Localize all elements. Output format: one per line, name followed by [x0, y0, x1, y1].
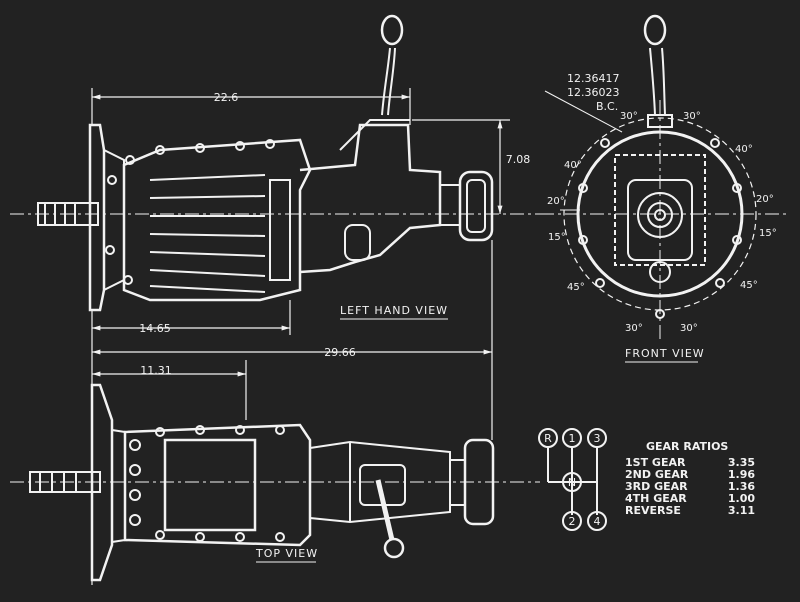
dim-overall-top: 22.6 — [214, 91, 239, 104]
dim-bc-max: 12.36417 — [567, 72, 620, 85]
angle-upper-left: 40° — [564, 160, 582, 171]
left-hand-view-title: LEFT HAND VIEW — [340, 304, 448, 317]
gear-name: 4TH GEAR — [625, 492, 687, 505]
angle-mid-right: 20° — [756, 194, 774, 205]
angle-low-left: 15° — [548, 232, 566, 243]
shift-pattern: R 1 3 N 2 4 — [538, 428, 607, 531]
shift-4: 4 — [594, 515, 601, 528]
gear-name: 3RD GEAR — [625, 480, 688, 493]
angle-lower-left: 45° — [567, 282, 585, 293]
gear-name: 2ND GEAR — [625, 468, 689, 481]
dim-bc-min: 12.36023 — [567, 86, 620, 99]
left-hand-view — [10, 14, 540, 312]
shift-2: 2 — [569, 515, 576, 528]
shift-3: 3 — [594, 432, 601, 445]
angle-low-right: 15° — [759, 228, 777, 239]
angle-lower-right: 45° — [740, 280, 758, 291]
angle-top-left: 30° — [620, 111, 638, 122]
shift-r: R — [544, 432, 552, 445]
front-view-title: FRONT VIEW — [625, 347, 705, 360]
angle-upper-right: 40° — [735, 144, 753, 155]
dim-bc-label: B.C. — [596, 100, 618, 113]
angle-labels: 30° 30° 40° 40° 20° 20° 15° 15° 45° 45° … — [547, 111, 777, 334]
dim-height: 7.08 — [506, 153, 531, 166]
shift-n: N — [568, 476, 576, 489]
dimension-labels: 22.6 7.08 14.65 29.66 11.31 12.36417 12.… — [139, 72, 619, 377]
shift-1: 1 — [569, 432, 576, 445]
dim-top-view: 11.31 — [140, 364, 172, 377]
gear-ratio: 3.35 — [728, 456, 755, 469]
angle-mid-left: 20° — [547, 196, 565, 207]
gear-name: 1ST GEAR — [625, 456, 686, 469]
top-view-title: TOP VIEW — [255, 547, 318, 560]
gear-ratio: 1.96 — [728, 468, 755, 481]
dim-total-length: 29.66 — [324, 346, 356, 359]
gear-ratio: 3.11 — [728, 504, 755, 517]
gear-ratios-title: GEAR RATIOS — [646, 440, 728, 453]
left-dimensions — [91, 88, 510, 585]
gear-ratio: 1.00 — [728, 492, 755, 505]
dim-left-mid: 14.65 — [139, 322, 171, 335]
gear-ratio: 1.36 — [728, 480, 755, 493]
gear-name: REVERSE — [625, 504, 681, 517]
top-view — [10, 383, 540, 582]
angle-bottom-right: 30° — [680, 323, 698, 334]
gear-ratios-table: GEAR RATIOS 1ST GEAR 3.35 2ND GEAR 1.96 … — [625, 440, 755, 517]
angle-top-right: 30° — [683, 111, 701, 122]
angle-bottom-left: 30° — [625, 323, 643, 334]
view-titles: LEFT HAND VIEW FRONT VIEW TOP VIEW — [255, 304, 705, 563]
front-view — [540, 14, 790, 340]
